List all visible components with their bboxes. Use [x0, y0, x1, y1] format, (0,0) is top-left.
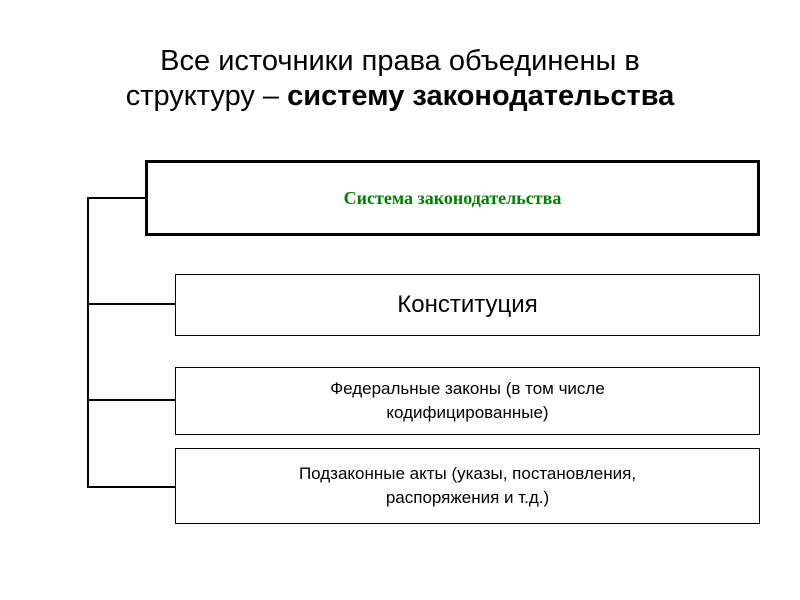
connector-stub-konstituciya [87, 303, 175, 305]
diagram-box-label-line2: кодифицированные) [386, 403, 549, 422]
diagram-box-podzakonnye-akty: Подзаконные акты (указы, постановления, … [175, 448, 760, 524]
diagram-box-label-line1: Федеральные законы (в том числе [330, 379, 605, 398]
diagram-box-label: Конституция [397, 291, 538, 318]
diagram-box-header-label: Система законодательства [343, 187, 562, 208]
connector-stub-header [87, 197, 145, 199]
connector-stub-federalnye-zakony [87, 399, 175, 401]
connector-vertical-line [87, 197, 89, 488]
diagram-box-konstituciya: Конституция [175, 274, 760, 336]
slide-title: Все источники права объединены в структу… [0, 44, 800, 114]
diagram-box-federalnye-zakony: Федеральные законы (в том числе кодифици… [175, 367, 760, 435]
diagram-box-label-line1: Подзаконные акты (указы, постановления, [298, 464, 637, 483]
title-line2-prefix: структуру – [125, 79, 288, 112]
title-line2-bold: систему законодательства [287, 79, 675, 112]
diagram-box-sistema-zakonodatelstva: Система законодательства [145, 160, 760, 236]
diagram-box-label-line2: распоряжения и т.д.) [385, 488, 550, 507]
title-line1: Все источники права объединены в [160, 45, 640, 77]
connector-stub-podzakonnye-akty [87, 486, 175, 488]
